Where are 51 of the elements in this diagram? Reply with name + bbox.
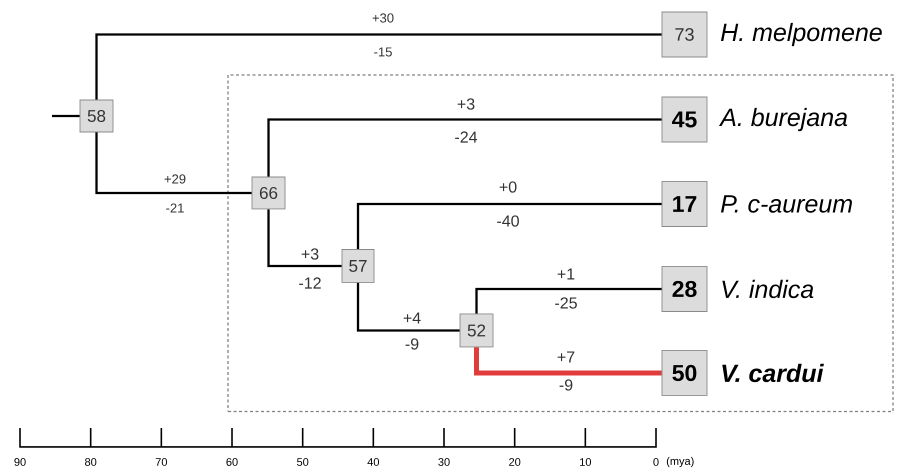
branch-line	[356, 202, 662, 250]
node-box: 28	[662, 266, 708, 312]
tick-label: 20	[509, 458, 520, 466]
branch-number: -40	[497, 215, 519, 227]
node-box: 66	[252, 176, 286, 210]
edge-label: +3	[302, 248, 318, 260]
branch-line	[267, 209, 342, 268]
tick-label: 70	[156, 458, 168, 466]
branch-line	[356, 282, 460, 332]
node-box: 58	[80, 100, 114, 132]
species-name: V. indica	[722, 280, 814, 298]
edge-label: +0	[500, 181, 516, 193]
tick-label: 80	[85, 458, 96, 466]
species-name: A. burejana	[718, 108, 848, 132]
tick-label: 50	[297, 458, 308, 466]
node-box: 50	[662, 350, 708, 396]
node-box: 45	[662, 96, 708, 142]
edge-label: +4	[404, 312, 421, 324]
edge-label: +30	[372, 13, 394, 23]
branch-line	[475, 288, 662, 314]
branch-line	[95, 132, 252, 194]
edge-label: +29	[164, 174, 186, 184]
tick-label: 90	[14, 458, 26, 466]
node-box: 57	[342, 249, 374, 283]
branch-line	[52, 114, 80, 118]
edge-label: +3	[458, 98, 474, 110]
clade-frame	[227, 74, 894, 412]
branch-number: -25	[555, 297, 577, 309]
tick-label: 30	[438, 458, 450, 466]
tick-label: 40	[367, 458, 380, 466]
axis-unit: (mya)	[666, 456, 694, 468]
species-name: H. melpomene	[720, 22, 882, 46]
edge-label: +7	[558, 351, 574, 362]
tick-label: 0	[653, 458, 659, 466]
edge-label: +1	[558, 268, 574, 280]
branch-number: -9	[406, 338, 418, 350]
branch-line	[95, 33, 662, 100]
branch-number: -24	[455, 131, 478, 143]
branch-number: -12	[299, 277, 321, 289]
tick-label: 10	[580, 458, 592, 466]
node-box: 73	[662, 12, 708, 58]
branch-number: -9	[560, 379, 572, 391]
node-box: 17	[662, 181, 708, 227]
tick-label: 60	[226, 458, 238, 466]
branch-number: -15	[374, 47, 392, 57]
branch-number: -21	[166, 203, 184, 213]
node-box: 52	[460, 314, 494, 348]
species-name: V. cardui	[722, 364, 824, 382]
branch-line	[267, 118, 662, 177]
species-name: P. c-aureum	[720, 195, 852, 213]
branch-line	[474, 347, 662, 376]
